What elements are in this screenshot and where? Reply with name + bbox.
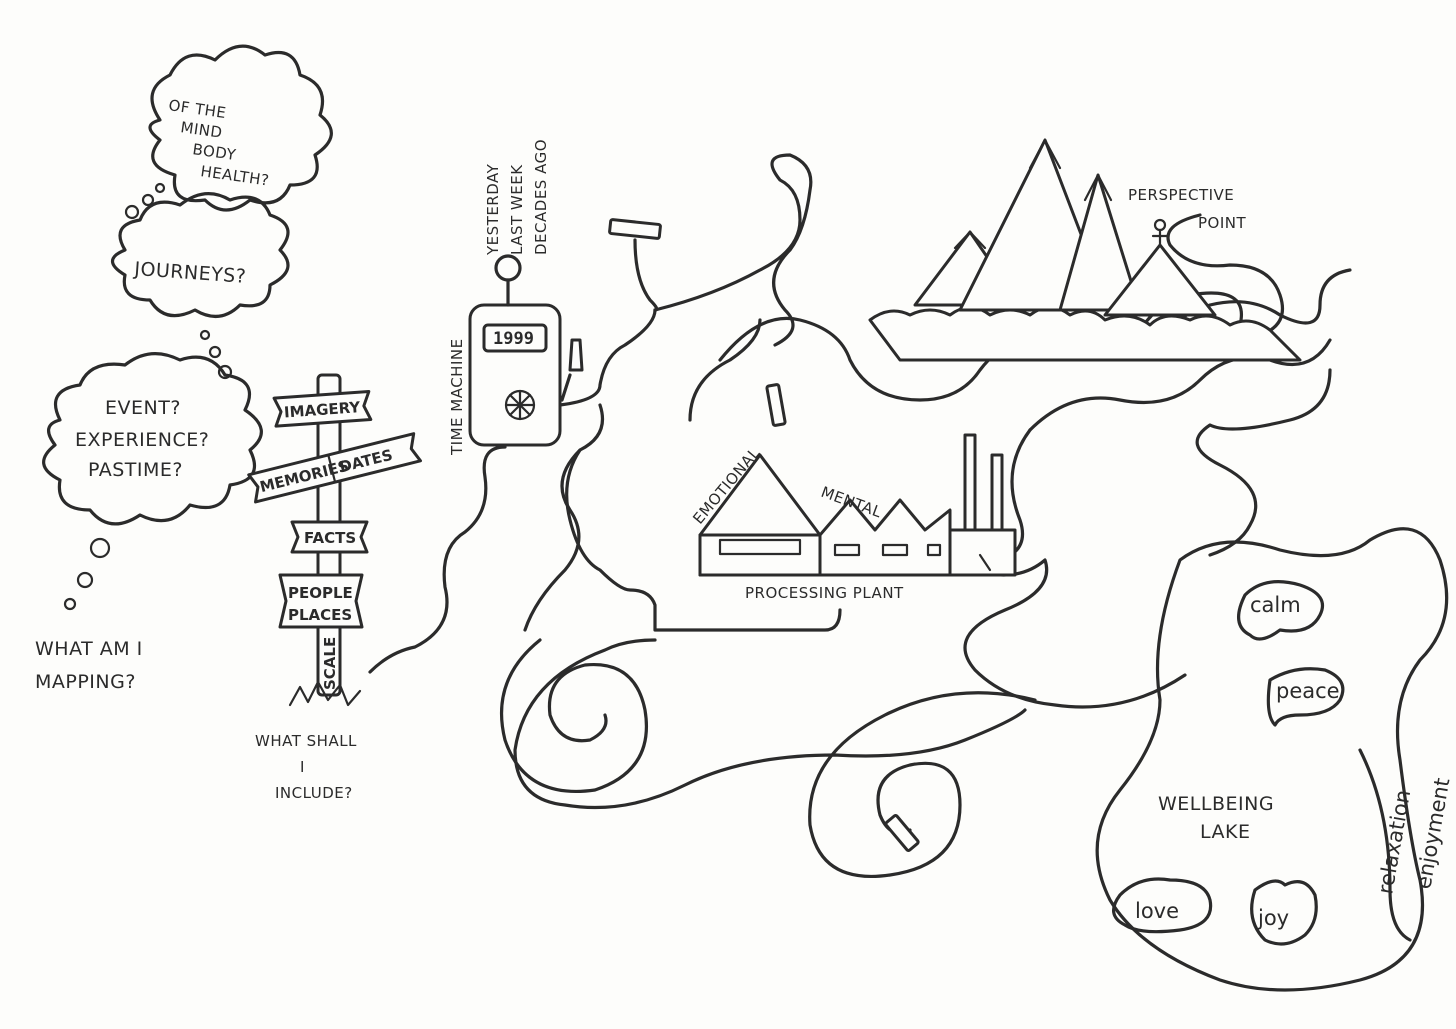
thought-cloud-event: EVENT? EXPERIENCE? PASTIME? [42,352,263,526]
mountain-range: PERSPECTIVE POINT [868,138,1302,362]
path-lower-sweep [513,638,1027,810]
sign-people-places: PEOPLE PLACES [278,573,364,629]
island-peace: peace [1266,667,1345,727]
scale-text: SCALE [321,637,339,690]
winding-paths [368,153,1352,878]
shore-enjoyment: enjoyment [1411,776,1454,891]
path-right-descent [1195,368,1332,557]
island-love-text: love [1135,899,1179,923]
path-signpost-to-machine [368,445,507,674]
signpost: IMAGERY MEMORIES DATES FACTS PEOPLE PLAC… [247,373,422,707]
path-machine-branch [558,308,657,407]
event-line-3: PASTIME? [88,459,183,481]
hammer-icon-spiral [884,814,920,852]
time-yesterday: YESTERDAY [484,163,502,256]
thought-cloud-health: OF THE MIND BODY HEALTH? [148,44,333,212]
sign-imagery-text: IMAGERY [283,398,361,421]
lake-label-line-2: LAKE [1200,821,1250,843]
thought-bubbles-top [124,182,166,220]
island-calm: calm [1237,580,1325,641]
time-machine: 1999 TIME MACHINE YESTERDAY LAST WEEK DE… [448,139,584,456]
processing-plant: EMOTIONAL MENTAL PROCESSING PLANT [689,433,1017,602]
sign-places-text: PLACES [288,606,352,624]
sign-facts-text: FACTS [304,529,356,547]
plant-label: PROCESSING PLANT [745,584,904,602]
path-plant-to-lake [948,558,1187,709]
sign-imagery: IMAGERY [272,390,373,428]
perspective-line-2: POINT [1198,214,1246,232]
thought-bubbles-middle [199,329,233,380]
time-decades-ago: DECADES AGO [532,139,550,255]
person-icon [1151,218,1169,247]
health-line-4: HEALTH? [199,162,270,189]
time-machine-label: TIME MACHINE [448,338,466,456]
thought-bubbles-bottom [63,537,111,611]
mapping-question-line-1: WHAT AM I [35,638,143,660]
perspective-line-1: PERSPECTIVE [1128,186,1234,204]
include-question-line-1: WHAT SHALL [255,732,357,750]
path-left-outer [523,403,605,632]
time-last-week: LAST WEEK [508,164,526,255]
event-line-2: EXPERIENCE? [75,429,209,451]
lake-label-line-1: WELLBEING [1158,793,1274,815]
hammer-icon-top [608,218,662,240]
path-spiral-left [500,638,648,793]
island-calm-text: calm [1250,593,1301,617]
sign-memories-dates: MEMORIES DATES [247,432,422,504]
path-upper-river-d [1028,338,1332,432]
island-joy: joy [1250,879,1318,946]
health-line-3: BODY [191,140,237,164]
hammer-icon-middle [765,383,787,427]
wellbeing-lake: WELLBEING LAKE calm peace love joy relax… [1095,527,1454,992]
path-spiral-right [808,691,1037,878]
health-line-2: MIND [179,118,223,142]
event-line-1: EVENT? [105,397,181,419]
path-spiral-left-outer [565,448,842,632]
journeys-text: JOURNEYS? [133,258,247,288]
island-joy-text: joy [1257,906,1289,930]
path-hammer-top [633,238,659,312]
health-line-1: OF THE [167,96,227,122]
island-peace-text: peace [1276,679,1340,703]
include-question-line-3: INCLUDE? [275,784,353,802]
include-question-line-2: I [300,758,305,776]
sign-people-text: PEOPLE [288,584,353,602]
sign-facts: FACTS [290,520,369,554]
path-branch-right [653,153,813,347]
mapping-question-line-2: MAPPING? [35,671,136,693]
snowflake-icon [504,389,536,421]
path-upper-river-b [688,318,762,422]
time-machine-year: 1999 [493,329,534,349]
island-love: love [1112,877,1213,934]
